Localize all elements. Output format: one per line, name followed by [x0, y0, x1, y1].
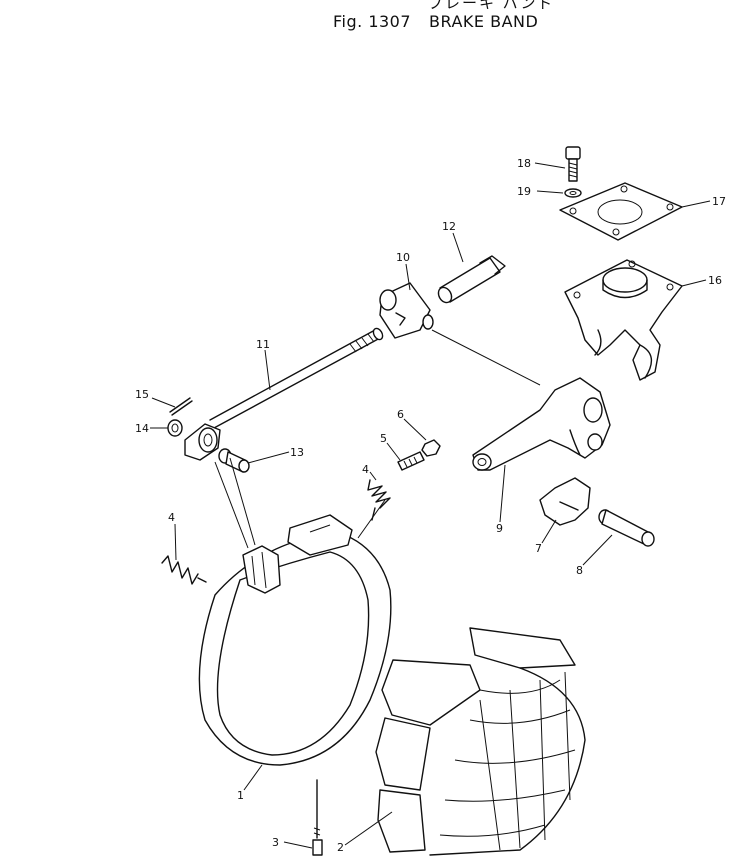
part-4-spring-upper: [367, 479, 391, 521]
title-japanese: ブレーキ バンド: [428, 0, 555, 12]
callout-14: 14: [135, 422, 149, 435]
part-8-pin: [598, 509, 655, 547]
figure-title: Fig. 1307 BRAKE BAND: [333, 12, 556, 31]
callout-4-upper: 4: [362, 463, 369, 476]
callout-7: 7: [535, 542, 542, 555]
part-1-brake-band: [198, 514, 392, 766]
part-7-bracket: [539, 477, 591, 526]
callout-16: 16: [708, 274, 722, 287]
part-18-bolt: [565, 146, 581, 182]
part-10-trunnion: [379, 282, 434, 339]
part-6-nut: [421, 439, 441, 457]
part-12-pin: [437, 255, 506, 304]
callout-15: 15: [135, 388, 149, 401]
callout-2: 2: [337, 841, 344, 854]
callout-10: 10: [396, 251, 410, 264]
callout-5: 5: [380, 432, 387, 445]
part-4-spring-lower: [161, 555, 207, 585]
rod-end-block: [184, 423, 221, 461]
part-2-lining: [375, 627, 586, 856]
callout-11: 11: [256, 338, 270, 351]
callout-19: 19: [517, 185, 531, 198]
figure-caption: BRAKE BAND: [429, 12, 539, 31]
part-13-pin: [218, 448, 250, 473]
callout-18: 18: [517, 157, 531, 170]
callout-12: 12: [442, 220, 456, 233]
callout-1: 1: [237, 789, 244, 802]
callout-3: 3: [272, 836, 279, 849]
part-15-cotter-pin: [169, 397, 193, 416]
part-3-bolt: [312, 779, 323, 856]
part-14-washer: [167, 419, 183, 437]
figure-number: Fig. 1307: [333, 12, 412, 31]
part-9-lever: [472, 377, 611, 471]
callout-13: 13: [290, 446, 304, 459]
part-19-washer: [564, 188, 582, 198]
part-16-housing: [564, 259, 683, 381]
callout-9: 9: [496, 522, 503, 535]
part-11-rod: [209, 327, 384, 429]
callout-17: 17: [712, 195, 726, 208]
part-5-bolt: [397, 451, 425, 471]
callout-leaders: [150, 162, 711, 849]
callout-labels: 18 19 17 16 12 10 11 15 14 13 6 5 4 4 9 …: [135, 157, 726, 854]
assembly-lines: [214, 329, 541, 549]
callout-8: 8: [576, 564, 583, 577]
callout-4-lower: 4: [168, 511, 175, 524]
callout-6: 6: [397, 408, 404, 421]
